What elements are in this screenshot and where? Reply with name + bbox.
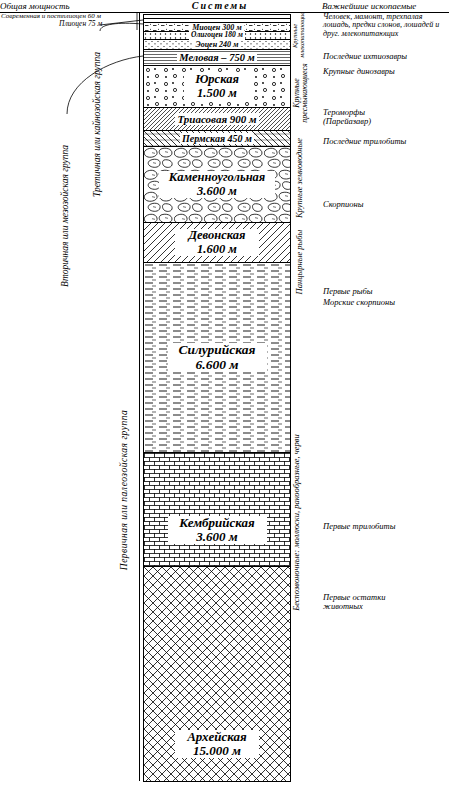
rock-pattern bbox=[144, 147, 290, 222]
fossil-note: Первые рыбы bbox=[323, 287, 447, 297]
stratum-label: Эоцен 240 м bbox=[193, 40, 240, 49]
fossil-group: Панцырные рыбы bbox=[295, 226, 305, 298]
leader-line bbox=[67, 56, 143, 114]
stratum-label: Каменноугольная 3.600 м bbox=[159, 171, 275, 198]
fossil-group: Беспозвоночные: моллюски, ракообразные, … bbox=[292, 430, 301, 615]
fossil-note: Крупные динозавры bbox=[323, 67, 447, 77]
rock-pattern bbox=[144, 131, 290, 146]
stratum-band: Архейская 15.000 м bbox=[143, 566, 291, 782]
stratum-band: Девонская 1.600 м bbox=[143, 222, 291, 263]
rock-pattern bbox=[144, 23, 290, 31]
group-label: Вторичная или мезозойская группа bbox=[60, 116, 71, 316]
rock-pattern bbox=[144, 32, 290, 39]
stratum-band: Пермская 450 м bbox=[143, 130, 291, 147]
fossil-note: Человек, мамонт, трехпалая лошадь, предк… bbox=[323, 13, 447, 38]
stratum-label: Силурийская 6.600 м bbox=[168, 343, 267, 372]
fossil-group: Крупные земноводные bbox=[295, 132, 305, 224]
stratum-label: Юрская 1.500 м bbox=[184, 73, 250, 100]
leader-line bbox=[100, 20, 143, 25]
rock-pattern bbox=[144, 263, 290, 452]
stratum-label: Кембрийская 3.600 м bbox=[168, 516, 267, 544]
stratum-label: Триасовая 900 м bbox=[175, 113, 258, 125]
stratum-label: Современная и постплиоцен 60 м bbox=[1, 12, 141, 20]
leader-line bbox=[100, 23, 143, 31]
column-header: Общая мощность bbox=[0, 1, 95, 11]
group-bracket-line bbox=[137, 13, 138, 30]
stratum-band: Силурийская 6.600 м bbox=[143, 262, 291, 453]
fossil-note: Морские скорпионы bbox=[323, 298, 447, 308]
rock-pattern bbox=[144, 108, 290, 130]
group-label: Первичная или палеозойская группа bbox=[119, 330, 130, 650]
rock-pattern bbox=[144, 50, 290, 65]
fossil-note: Тероморфы (Парейазавр) bbox=[323, 108, 395, 126]
stratum-label: Пермская 450 м bbox=[180, 133, 254, 144]
stratum-label: Олигоцен 180 м bbox=[189, 31, 245, 40]
stratum-band: Юрская 1.500 м bbox=[143, 65, 291, 108]
fossil-note: Первые трилобиты bbox=[323, 522, 447, 532]
rock-pattern bbox=[144, 567, 290, 781]
stratum-band: Каменноугольная 3.600 м bbox=[143, 146, 291, 223]
rock-pattern bbox=[144, 40, 290, 49]
stratum-label: Меловая – 750 м bbox=[177, 52, 257, 64]
column-header: Важнейшие ископаемые bbox=[322, 1, 449, 11]
group-label: Третичная или кайнозойская группа bbox=[92, 32, 103, 217]
fossil-note: Скорпионы bbox=[323, 200, 447, 210]
rock-pattern bbox=[144, 66, 290, 107]
fossil-note: Последние трилобиты bbox=[323, 137, 447, 147]
stratum-label: Миоцен 300 м bbox=[190, 23, 243, 32]
stratum-label: Девонская 1.600 м bbox=[175, 229, 259, 256]
rock-pattern bbox=[144, 453, 290, 566]
rock-pattern bbox=[144, 453, 290, 566]
group-bracket-line bbox=[139, 13, 140, 781]
fossil-note: Первые остатки животных bbox=[323, 593, 403, 611]
fossil-note: Последние ихтиозавры bbox=[323, 52, 447, 62]
fossil-group: Крупные млекопитающие bbox=[292, 14, 305, 58]
stratum-band: Триасовая 900 м bbox=[143, 107, 291, 131]
column-header: Системы bbox=[150, 0, 290, 12]
fossil-group: Крупные пресмыкающиеся bbox=[293, 60, 309, 126]
stratum-band: Меловая – 750 м bbox=[143, 49, 291, 66]
stratum-label: Архейская 15.000 м bbox=[175, 730, 259, 758]
stratum-band: Кембрийская 3.600 м bbox=[143, 452, 291, 567]
stratum-label: Плиоцен 75 м bbox=[59, 20, 139, 29]
rock-pattern bbox=[144, 223, 290, 262]
